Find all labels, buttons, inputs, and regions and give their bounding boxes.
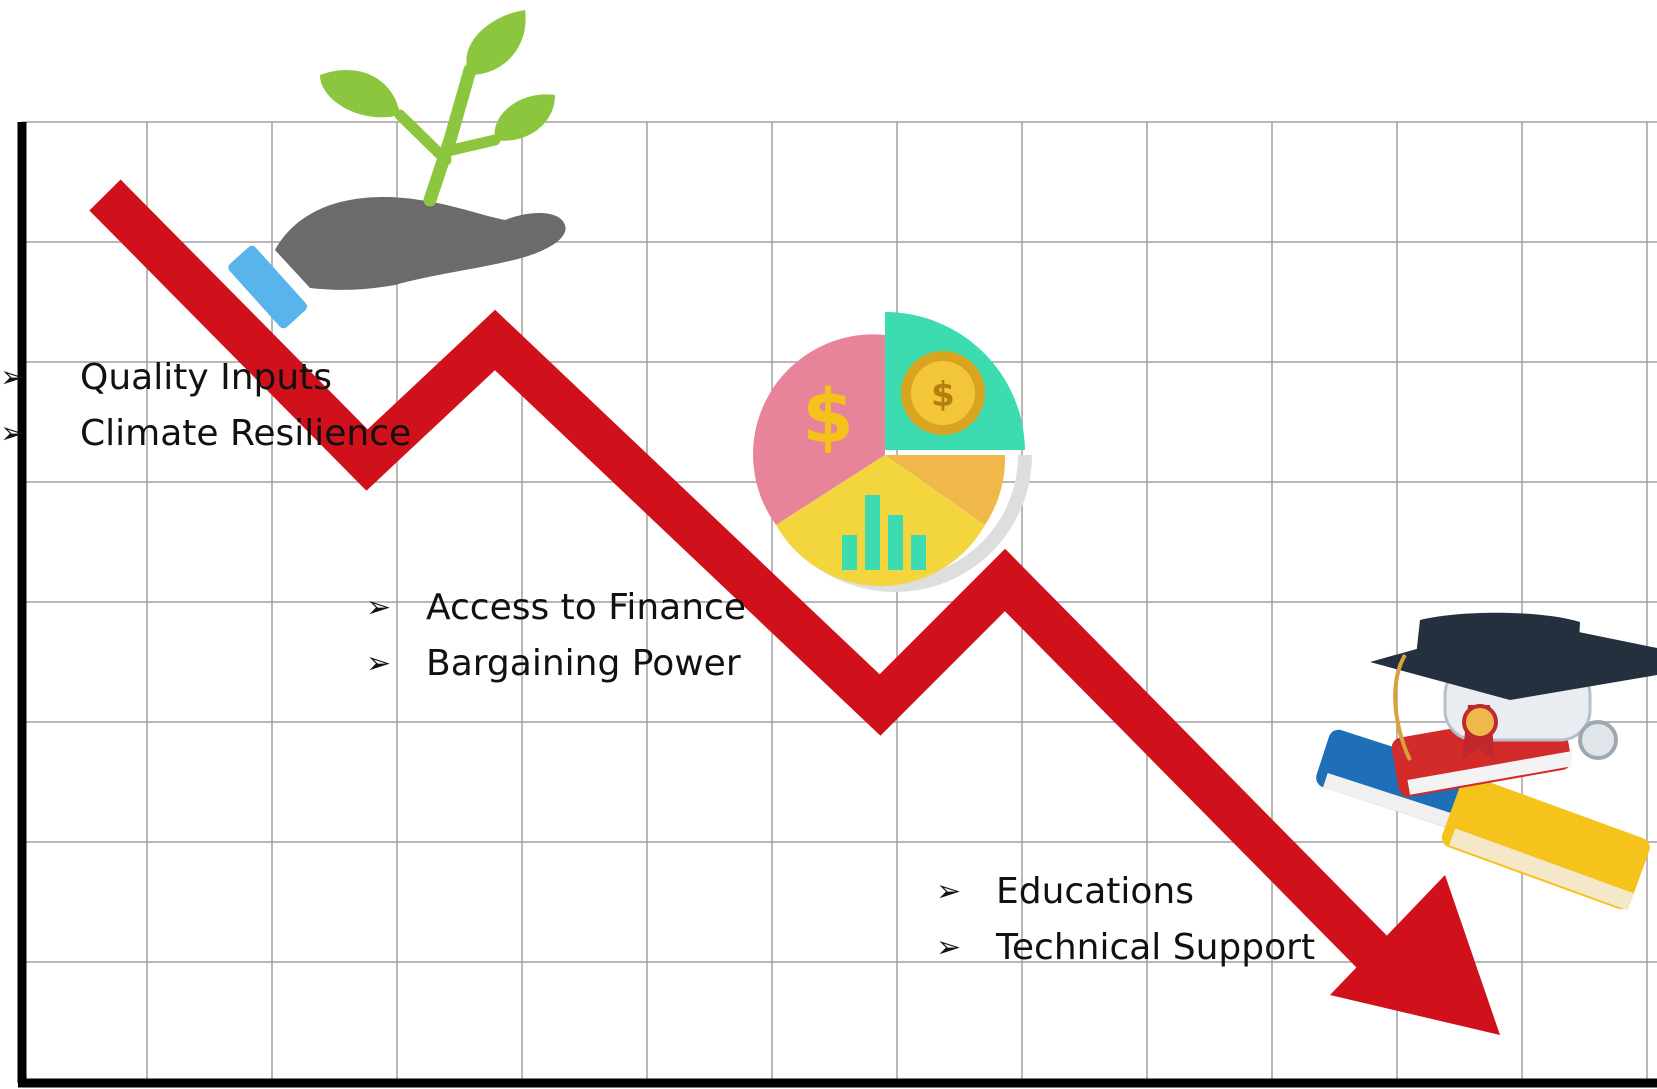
arrowhead-bullet-icon: ➢ bbox=[366, 646, 392, 681]
list-item: ➢ Quality Inputs bbox=[0, 350, 411, 406]
list-item-label: Technical Support bbox=[996, 927, 1316, 968]
downward-trend-arrow bbox=[89, 179, 1500, 1035]
list-item: ➢ Bargaining Power bbox=[366, 636, 746, 692]
arrowhead-bullet-icon: ➢ bbox=[936, 874, 962, 909]
list-item: ➢ Climate Resilience bbox=[0, 406, 411, 462]
list-item-label: Access to Finance bbox=[426, 587, 746, 628]
list-item: ➢ Access to Finance bbox=[366, 580, 746, 636]
list-item: ➢ Educations bbox=[936, 864, 1315, 920]
trend-arrowhead bbox=[1330, 875, 1500, 1035]
arrowhead-bullet-icon: ➢ bbox=[0, 360, 26, 395]
list-item-label: Quality Inputs bbox=[80, 357, 333, 398]
list-item: ➢ Technical Support bbox=[936, 920, 1315, 976]
list-item-label: Educations bbox=[996, 871, 1194, 912]
bullet-list-inputs: ➢ Quality Inputs ➢ Climate Resilience bbox=[0, 350, 411, 462]
graduation-books-icon bbox=[1316, 612, 1657, 911]
arrowhead-bullet-icon: ➢ bbox=[366, 590, 392, 625]
arrowhead-bullet-icon: ➢ bbox=[0, 416, 26, 451]
bullet-list-education: ➢ Educations ➢ Technical Support bbox=[936, 864, 1315, 976]
list-item-label: Climate Resilience bbox=[80, 413, 412, 454]
arrowhead-bullet-icon: ➢ bbox=[936, 930, 962, 965]
svg-text:$: $ bbox=[931, 375, 955, 415]
plant-in-hand-icon bbox=[228, 10, 566, 329]
bullet-list-finance: ➢ Access to Finance ➢ Bargaining Power bbox=[366, 580, 746, 692]
list-item-label: Bargaining Power bbox=[426, 643, 741, 684]
finance-pie-chart-icon: $ $ bbox=[753, 312, 1032, 592]
svg-text:$: $ bbox=[802, 374, 854, 460]
